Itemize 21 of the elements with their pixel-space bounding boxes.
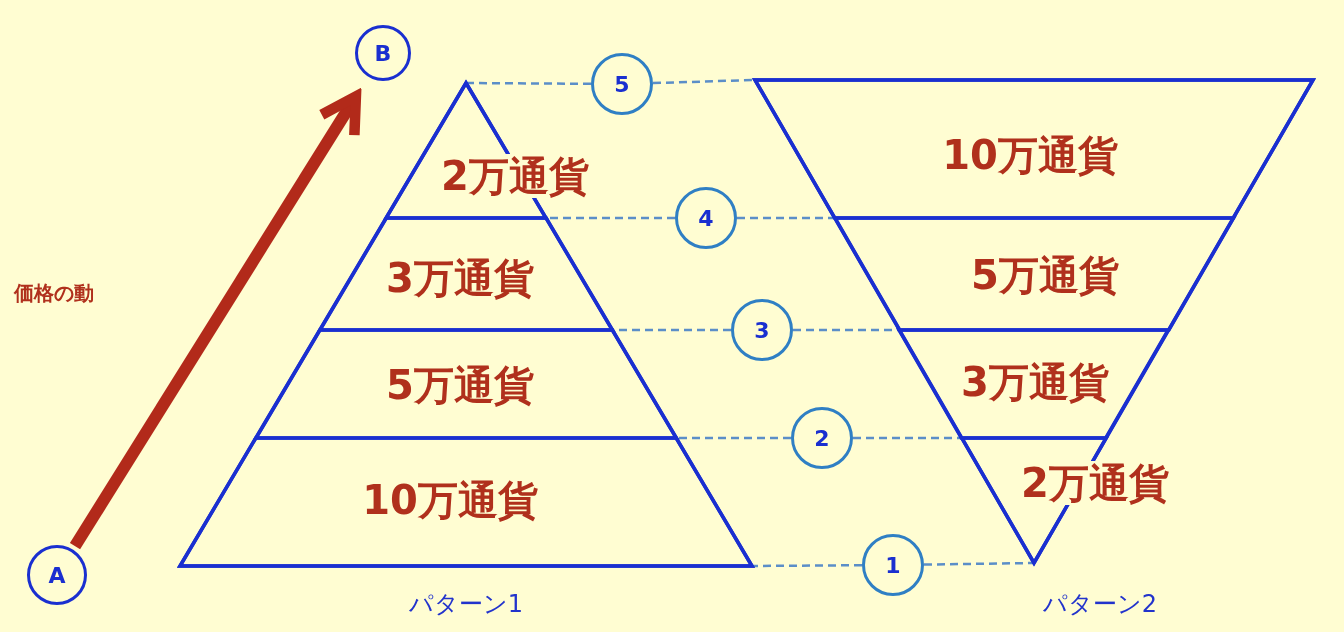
- pattern-caption: パターン1: [408, 589, 524, 620]
- pyramid-tier: 3万通貨: [319, 218, 613, 330]
- level-number: 4: [675, 187, 737, 249]
- dashed-connector: [737, 216, 835, 220]
- pattern-caption: パターン2: [1042, 589, 1158, 620]
- arrow: [69, 91, 362, 550]
- level-number: 5: [591, 53, 653, 115]
- axis-caption: 価格の動: [14, 280, 94, 307]
- dashed-connector: [676, 436, 791, 440]
- dashed-connector: [924, 561, 1034, 566]
- circle-node: A: [27, 545, 87, 605]
- dashed-connector: [853, 436, 962, 440]
- dashed-connector: [466, 81, 591, 86]
- dashed-connector: [752, 563, 862, 568]
- pyramid-tier: 5万通貨: [834, 218, 1234, 330]
- pyramid-tier: 5万通貨: [255, 330, 677, 438]
- pyramid-tier: 3万通貨: [899, 330, 1169, 438]
- circle-node: B: [355, 25, 411, 81]
- level-number: 1: [862, 534, 924, 596]
- level-number: 2: [791, 407, 853, 469]
- level-number: 3: [731, 299, 793, 361]
